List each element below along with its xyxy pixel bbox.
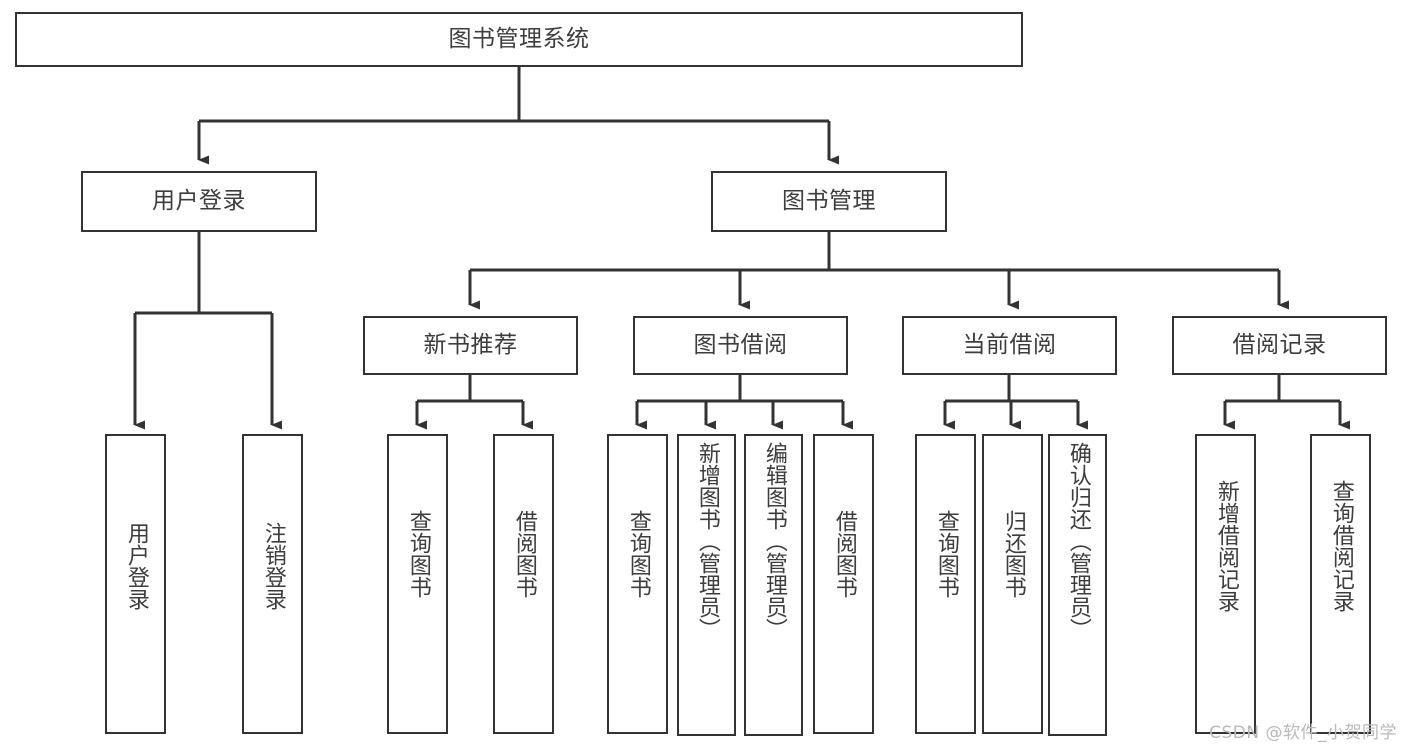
csdn-watermark: CSDN @软件_小贺同学: [1209, 723, 1397, 743]
node-label-leaf-query-book-3: 查询图书: [933, 510, 959, 598]
node-label-leaf-query-book-2: 查询图书: [625, 510, 651, 598]
node-leaf-user-logout[interactable]: 注销登录: [242, 434, 303, 734]
node-leaf-add-book[interactable]: 新增图书（管理员）: [677, 434, 736, 736]
node-user-login[interactable]: 用户登录: [81, 171, 317, 232]
node-current-borrow[interactable]: 当前借阅: [902, 316, 1117, 375]
node-leaf-query-book-3[interactable]: 查询图书: [915, 434, 976, 734]
node-label-leaf-add-book: 新增图书（管理员）: [694, 442, 720, 640]
node-label-leaf-query-record: 查询借阅记录: [1328, 480, 1354, 612]
node-label-borrow-record: 借阅记录: [1232, 332, 1327, 358]
node-label-new-book-recommend: 新书推荐: [423, 332, 518, 358]
node-leaf-query-book-2[interactable]: 查询图书: [607, 434, 668, 734]
node-leaf-query-book-1[interactable]: 查询图书: [387, 434, 448, 734]
node-label-leaf-user-logout: 注销登录: [260, 522, 286, 610]
node-leaf-edit-book[interactable]: 编辑图书（管理员）: [744, 434, 803, 736]
node-book-management[interactable]: 图书管理: [711, 171, 947, 232]
node-new-book-recommend[interactable]: 新书推荐: [363, 316, 578, 375]
node-leaf-borrow-book-2[interactable]: 借阅图书: [813, 434, 874, 734]
node-leaf-add-record[interactable]: 新增借阅记录: [1195, 434, 1256, 734]
node-label-leaf-add-record: 新增借阅记录: [1213, 480, 1239, 612]
node-leaf-confirm-return[interactable]: 确认归还（管理员）: [1048, 434, 1107, 736]
node-label-root: 图书管理系统: [448, 26, 590, 52]
node-leaf-return-book[interactable]: 归还图书: [982, 434, 1043, 734]
node-label-book-management: 图书管理: [782, 188, 876, 214]
node-label-leaf-user-login: 用户登录: [123, 522, 149, 610]
node-label-leaf-query-book-1: 查询图书: [405, 510, 431, 598]
node-book-borrow[interactable]: 图书借阅: [633, 316, 848, 375]
node-root-system[interactable]: 图书管理系统: [15, 12, 1023, 67]
node-leaf-query-record[interactable]: 查询借阅记录: [1310, 434, 1371, 734]
node-label-leaf-confirm-return: 确认归还（管理员）: [1065, 442, 1091, 640]
node-label-leaf-borrow-book-2: 借阅图书: [831, 510, 857, 598]
node-leaf-user-login[interactable]: 用户登录: [105, 434, 166, 734]
node-label-leaf-edit-book: 编辑图书（管理员）: [761, 442, 787, 640]
node-label-leaf-return-book: 归还图书: [1000, 510, 1026, 598]
node-label-book-borrow: 图书借阅: [693, 332, 788, 358]
node-label-current-borrow: 当前借阅: [962, 332, 1057, 358]
node-label-leaf-borrow-book-1: 借阅图书: [511, 510, 537, 598]
node-label-user-login: 用户登录: [152, 188, 246, 214]
node-leaf-borrow-book-1[interactable]: 借阅图书: [493, 434, 554, 734]
node-borrow-record[interactable]: 借阅记录: [1172, 316, 1387, 375]
